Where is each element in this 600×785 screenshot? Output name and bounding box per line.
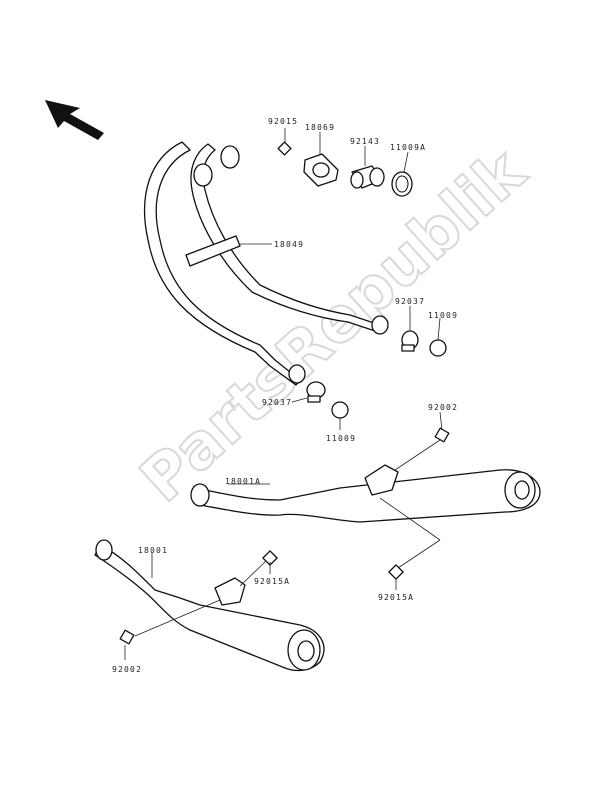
watermark-text: PartsRepublik <box>126 133 540 516</box>
label-92143: 92143 <box>350 137 380 146</box>
label-92002-right: 92002 <box>428 403 458 412</box>
leader-lines <box>124 128 443 660</box>
gasket-11009-lower <box>331 401 349 419</box>
label-92037-lower: 92037 <box>262 398 292 407</box>
label-92015a-left: 92015A <box>254 577 290 586</box>
label-92002-left: 92002 <box>112 665 142 674</box>
nut-92015a-left <box>262 550 278 566</box>
label-92015: 92015 <box>268 117 298 126</box>
part-labels: 92015 18069 92143 11009A 18049 92037 110… <box>112 117 458 674</box>
front-direction-arrow-icon <box>45 100 104 140</box>
label-18001a: 18001A <box>225 477 261 486</box>
label-11009a: 11009A <box>390 143 426 152</box>
label-18001: 18001 <box>138 546 168 555</box>
clamp-92037-lower <box>306 381 326 403</box>
label-92015a-right: 92015A <box>378 593 414 602</box>
muffler-18001 <box>94 539 325 672</box>
sleeve-92143 <box>350 165 385 189</box>
label-92037-upper: 92037 <box>395 297 425 306</box>
label-18049: 18049 <box>274 240 304 249</box>
nut-92015a-right <box>388 564 404 580</box>
label-11009-upper: 11009 <box>428 311 458 320</box>
label-11009-lower: 11009 <box>326 434 356 443</box>
bolt-92002-left <box>119 599 221 645</box>
exhaust-pipe-18049 <box>144 141 389 386</box>
bolt-92002-right <box>394 427 450 471</box>
muffler-18001a <box>190 464 541 523</box>
gasket-ring-11009a <box>391 171 413 197</box>
clamp-92037-upper <box>401 330 419 352</box>
gasket-flange-18069 <box>303 153 339 187</box>
label-18069: 18069 <box>305 123 335 132</box>
nut-92015 <box>277 141 292 156</box>
gasket-11009-upper <box>429 339 447 357</box>
